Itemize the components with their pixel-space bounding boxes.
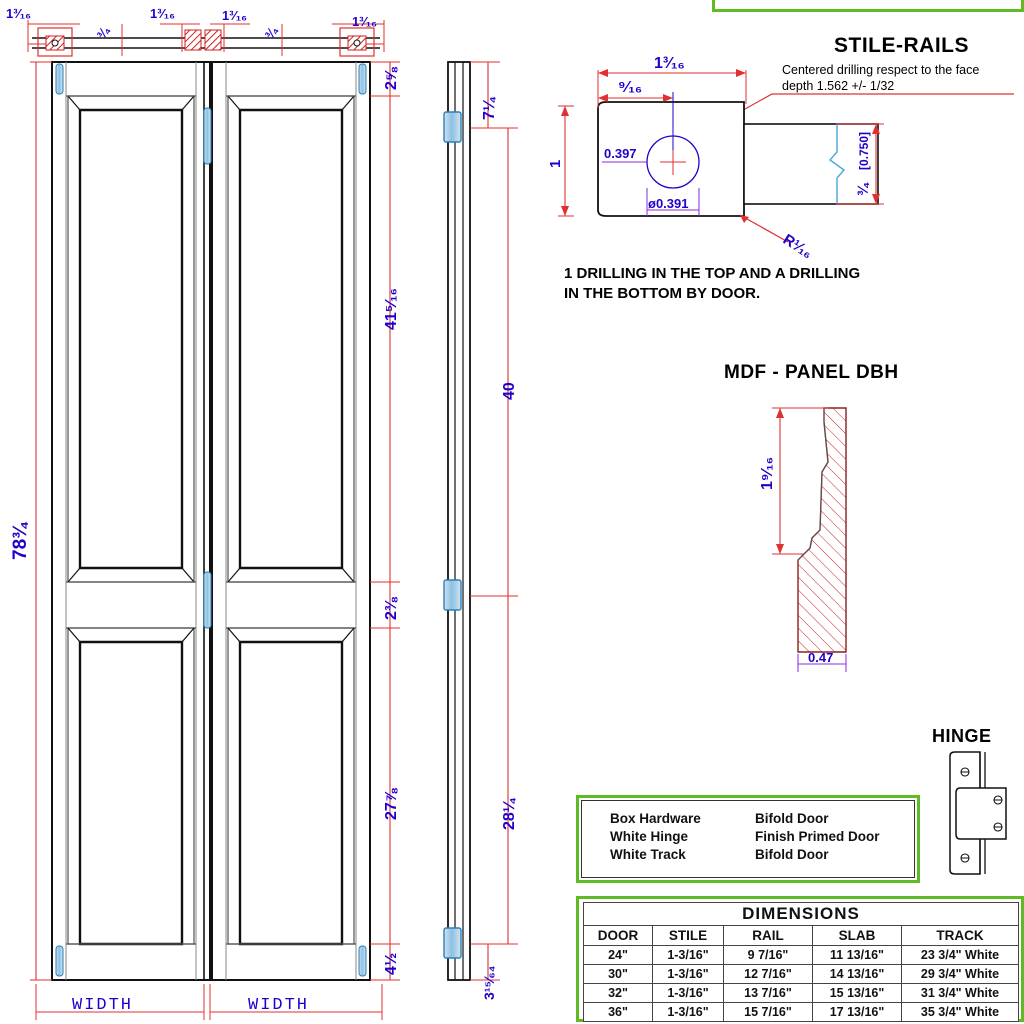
right-dim-4: 4½ [383, 953, 400, 975]
mdf-dim-height: 1⁹⁄₁₆ [759, 457, 776, 490]
plan-dim-5: 1³⁄₁₆ [352, 14, 377, 29]
hardware-value: Finish Primed Door [755, 829, 880, 844]
cell-slab: 14 13/16" [812, 964, 902, 984]
plan-dim-3: 1³⁄₁₆ [222, 8, 247, 23]
overall-height-text: 78¾ [10, 521, 31, 560]
cell-door: 32" [583, 983, 653, 1003]
table-header-row: DOOR STILE RAIL SLAB TRACK [583, 925, 1019, 946]
pivot-pin-icons [55, 63, 367, 977]
cell-slab: 15 13/16" [812, 983, 902, 1003]
hardware-item: Box Hardware [610, 811, 701, 826]
plan-dim-0: 1³⁄₁₆ [6, 6, 31, 21]
hardware-item: White Track [610, 847, 686, 862]
right-dim-3: 27⅞ [383, 787, 400, 820]
cell-stile: 1-3/16" [652, 964, 724, 984]
cell-track: 35 3/4" White [901, 1002, 1019, 1022]
cell-stile: 1-3/16" [652, 945, 724, 965]
hinge-title: HINGE [932, 726, 992, 746]
dimensions-table-caption: DIMENSIONS [583, 902, 1019, 926]
right-dim-0: 2⅝ [383, 66, 400, 90]
hinge-screw-icons [960, 767, 1003, 863]
hardware-row: White Hinge Finish Primed Door [610, 829, 914, 844]
stile-dim-overall-width: 1³⁄₁₆ [654, 55, 685, 72]
hardware-callout-box: Box Hardware Bifold Door White Hinge Fin… [576, 795, 920, 883]
table-row: 32" 1-3/16" 13 7/16" 15 13/16" 31 3/4" W… [583, 983, 1019, 1003]
side-dim-0: 7¼ [481, 96, 498, 120]
cell-track: 31 3/4" White [901, 983, 1019, 1003]
cell-track: 23 3/4" White [901, 945, 1019, 965]
width-label-right: WIDTH [248, 996, 309, 1015]
stile-footnote-2: IN THE BOTTOM BY DOOR. [564, 285, 760, 302]
plan-dim-4: ¾ [262, 24, 281, 42]
side-dim-2: 28¼ [501, 797, 518, 830]
table-row: 30" 1-3/16" 12 7/16" 14 13/16" 29 3/4" W… [583, 964, 1019, 984]
hinge-detail: HINGE [924, 722, 1024, 892]
overall-height-dimension: 78¾ [10, 61, 52, 981]
stile-dim-thickness: ¾ [855, 182, 872, 196]
hardware-value: Bifold Door [755, 847, 829, 862]
elevation-right-dimension-chain: 2⅝ 41⁵⁄₁₆ 2⅜ 27⅞ 4½ [370, 61, 400, 981]
mdf-panel-detail: MDF - PANEL DBH 1⁹⁄₁₆ 0.47 [700, 352, 1024, 692]
cell-rail: 13 7/16" [723, 983, 813, 1003]
cell-rail: 12 7/16" [723, 964, 813, 984]
column-header-stile: STILE [652, 925, 724, 946]
cell-slab: 17 13/16" [812, 1002, 902, 1022]
width-label-left: WIDTH [72, 996, 133, 1015]
stile-dim-hole-dia: ø0.391 [648, 196, 688, 211]
hardware-value: Bifold Door [755, 811, 829, 826]
cell-track: 29 3/4" White [901, 964, 1019, 984]
right-dim-1: 41⁵⁄₁₆ [383, 288, 400, 330]
stile-rails-title: STILE-RAILS [834, 34, 969, 57]
cell-rail: 15 7/16" [723, 1002, 813, 1022]
door-front-elevation [51, 61, 371, 981]
hardware-row: White Track Bifold Door [610, 847, 914, 862]
plan-track-view: 1³⁄₁₆ ¾ 1³⁄₁₆ 1³⁄₁₆ ¾ 1³⁄₁₆ [6, 6, 385, 57]
column-header-door: DOOR [583, 925, 653, 946]
center-hinge-icons [203, 107, 212, 629]
elevation-drawing: 1³⁄₁₆ ¾ 1³⁄₁₆ 1³⁄₁₆ ¾ 1³⁄₁₆ [6, 6, 518, 1020]
hardware-item: White Hinge [610, 829, 688, 844]
stile-dim-center-offset: ⁹⁄₁₆ [618, 79, 642, 96]
stile-dim-edge-to-hole: 0.397 [604, 146, 637, 161]
right-dim-2: 2⅜ [383, 596, 400, 620]
cell-door: 30" [583, 964, 653, 984]
column-header-slab: SLAB [812, 925, 902, 946]
side-view-hinge-icons [443, 111, 462, 959]
stile-dim-radius: R¹⁄₁₆ [780, 231, 816, 262]
cell-stile: 1-3/16" [652, 1002, 724, 1022]
cell-door: 24" [583, 945, 653, 965]
side-dim-3: 3¹⁵⁄₆₄ [481, 966, 497, 1000]
table-row: 36" 1-3/16" 15 7/16" 17 13/16" 35 3/4" W… [583, 1002, 1019, 1022]
stile-dim-thickness-alt: [0.750] [857, 132, 871, 170]
dimensions-table: DIMENSIONS DOOR STILE RAIL SLAB TRACK 24… [576, 896, 1024, 1022]
stile-footnote-1: 1 DRILLING IN THE TOP AND A DRILLING [564, 265, 860, 282]
plan-dim-1: ¾ [94, 24, 113, 42]
green-border-strip [712, 0, 1024, 12]
column-header-track: TRACK [901, 925, 1019, 946]
cell-door: 36" [583, 1002, 653, 1022]
width-dimensions: WIDTH WIDTH [35, 984, 383, 1020]
hardware-row: Box Hardware Bifold Door [610, 811, 914, 826]
stile-rails-note-2: depth 1.562 +/- 1/32 [782, 79, 894, 93]
mdf-dim-width: 0.47 [808, 650, 833, 665]
plan-dim-2: 1³⁄₁₆ [150, 6, 175, 21]
door-side-view: 7¼ 40 28¼ 3¹⁵⁄₆₄ [443, 61, 518, 1000]
mdf-panel-title: MDF - PANEL DBH [724, 362, 899, 383]
cell-rail: 9 7/16" [723, 945, 813, 965]
stile-rails-note-1: Centered drilling respect to the face [782, 63, 979, 77]
cell-slab: 11 13/16" [812, 945, 902, 965]
stile-dim-height-tick: 1 [550, 160, 564, 168]
cell-stile: 1-3/16" [652, 983, 724, 1003]
column-header-rail: RAIL [723, 925, 813, 946]
side-dim-1: 40 [501, 382, 518, 400]
table-row: 24" 1-3/16" 9 7/16" 11 13/16" 23 3/4" Wh… [583, 945, 1019, 965]
stile-rails-detail: STILE-RAILS Centered drilling respect to… [550, 20, 1024, 320]
